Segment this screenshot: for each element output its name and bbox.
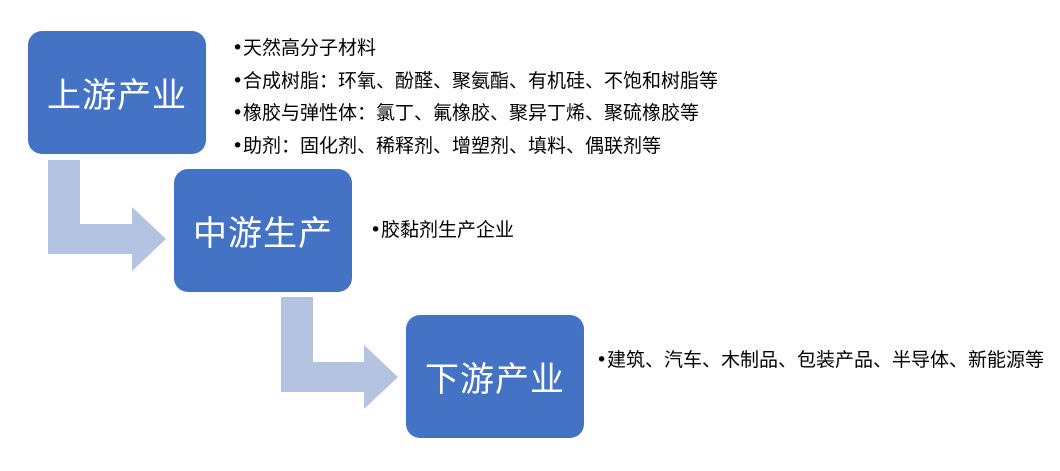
midstream-item: 胶黏剂生产企业 (370, 214, 514, 246)
upstream-item: 合成树脂：环氧、酚醛、聚氨酯、有机硅、不饱和树脂等 (232, 65, 718, 98)
midstream-items-list: 胶黏剂生产企业 (370, 214, 514, 246)
downstream-stage-title: 下游产业 (425, 360, 565, 400)
upstream-item: 天然高分子材料 (232, 32, 718, 65)
downstream-stage-box: 下游产业 (406, 315, 584, 438)
upstream-stage-title: 上游产业 (47, 76, 187, 116)
bent-arrow-upstream-to-midstream (48, 160, 166, 271)
upstream-item: 橡胶与弹性体：氯丁、氟橡胶、聚异丁烯、聚硫橡胶等 (232, 97, 718, 130)
midstream-stage-title: 中游生产 (193, 214, 333, 254)
bent-arrow-midstream-to-downstream (281, 297, 398, 409)
midstream-stage-box: 中游生产 (174, 169, 352, 292)
upstream-stage-box: 上游产业 (28, 31, 206, 154)
upstream-items-list: 天然高分子材料 合成树脂：环氧、酚醛、聚氨酯、有机硅、不饱和树脂等 橡胶与弹性体… (232, 32, 718, 162)
downstream-item: 建筑、汽车、木制品、包装产品、半导体、新能源等 (596, 345, 1047, 375)
downstream-items-list: 建筑、汽车、木制品、包装产品、半导体、新能源等 (596, 345, 1047, 375)
upstream-item: 助剂：固化剂、稀释剂、增塑剂、填料、偶联剂等 (232, 130, 718, 163)
